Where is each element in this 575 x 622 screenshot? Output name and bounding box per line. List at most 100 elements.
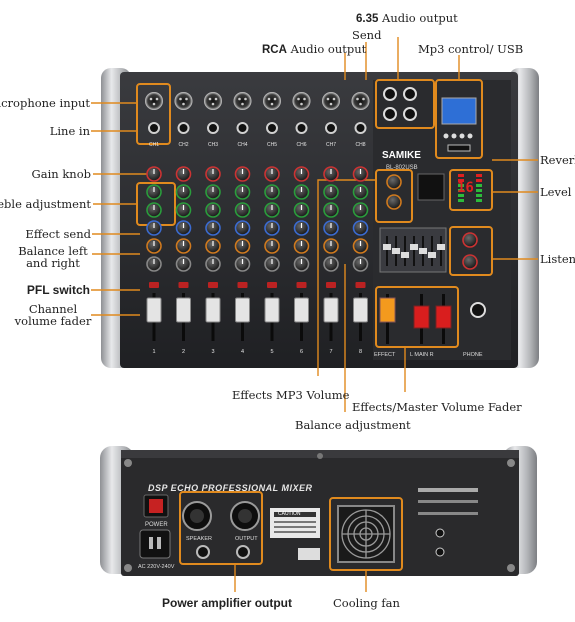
mp3-button bbox=[443, 133, 449, 139]
device-model: BL-802USB bbox=[386, 165, 418, 171]
level-led bbox=[476, 184, 482, 187]
level-led bbox=[458, 179, 464, 182]
rear-output-label: OUTPUT bbox=[235, 536, 258, 542]
xlr-jack bbox=[204, 92, 222, 110]
label-effects-master-fader: Effects/Master Volume Fader bbox=[352, 400, 522, 414]
xlr-jack bbox=[145, 92, 163, 110]
pfl-button bbox=[296, 282, 307, 288]
label-cooling-fan: Cooling fan bbox=[333, 596, 400, 610]
line-jack bbox=[148, 122, 160, 134]
xlr-jack bbox=[263, 92, 281, 110]
xlr-jack bbox=[233, 92, 252, 110]
mp3-button bbox=[459, 133, 465, 139]
effect-fader-cap bbox=[379, 297, 396, 323]
channel-number: 2 bbox=[182, 349, 185, 355]
output-jack bbox=[383, 107, 397, 121]
level-led bbox=[476, 194, 482, 197]
level-led bbox=[476, 189, 482, 192]
channel-number: 6 bbox=[300, 349, 303, 355]
eq-slider bbox=[410, 244, 418, 250]
label-effects-mp3-volume: Effects MP3 Volume bbox=[232, 388, 350, 402]
output-jack bbox=[403, 87, 417, 101]
label-635-audio-output: 6.35 Audio output bbox=[356, 11, 458, 25]
fader-cap bbox=[146, 297, 162, 323]
channel-number: 7 bbox=[329, 349, 332, 355]
xlr-jack bbox=[351, 92, 370, 110]
line-jack bbox=[177, 122, 190, 134]
label-line-in: Line in bbox=[49, 124, 90, 138]
label-level-indicator: Level i bbox=[540, 185, 575, 199]
phone-jack bbox=[470, 302, 486, 318]
level-led bbox=[458, 174, 464, 177]
label-reverb: Reverb bbox=[540, 153, 575, 167]
level-led bbox=[458, 189, 464, 192]
effect-fader-label: EFFECT bbox=[374, 352, 396, 358]
level-led bbox=[476, 179, 482, 182]
eq-slider bbox=[437, 244, 445, 250]
label-effect-send: Effect send bbox=[25, 227, 91, 241]
channel-number: 1 bbox=[152, 349, 155, 355]
xlr-jack bbox=[292, 92, 311, 110]
channel-tag: CH5 bbox=[267, 142, 277, 148]
output-jack bbox=[383, 87, 397, 101]
eq-slider bbox=[401, 252, 409, 258]
fader-cap bbox=[264, 297, 280, 323]
channel-number: 8 bbox=[359, 349, 362, 355]
channel-tag: CH4 bbox=[237, 142, 247, 148]
channel-tag: CH3 bbox=[208, 142, 218, 148]
eq-slider bbox=[383, 244, 391, 250]
rear-caution-label: CAUTION bbox=[278, 511, 301, 517]
rear-panel-title: DSP ECHO PROFESSIONAL MIXER bbox=[148, 483, 313, 493]
label-microphone-input: Microphone input bbox=[0, 96, 90, 110]
line-jack bbox=[207, 122, 219, 134]
label-balance-adjustment: Balance adjustment bbox=[295, 418, 411, 432]
listen-knob bbox=[462, 254, 478, 270]
fader-cap bbox=[323, 297, 339, 323]
fader-cap bbox=[176, 297, 191, 323]
label-treble-adjustment: Treble adjustment bbox=[0, 197, 91, 211]
eq-slider bbox=[419, 248, 427, 254]
fader-cap bbox=[235, 297, 250, 323]
phone-label: PHONE bbox=[463, 352, 483, 358]
channel-tag: CH8 bbox=[355, 142, 365, 148]
mp3-display bbox=[441, 97, 477, 125]
rear-power-label: POWER bbox=[145, 522, 168, 528]
eq-slider bbox=[392, 248, 400, 254]
mixer-rear bbox=[100, 446, 537, 576]
label-rca-audio-output: RCA Audio output bbox=[262, 42, 367, 56]
level-led bbox=[458, 194, 464, 197]
main-fader-label: L MAIN R bbox=[410, 352, 434, 358]
device-brand: SAMIKE bbox=[382, 150, 421, 161]
level-led bbox=[476, 199, 482, 202]
effect-knob bbox=[386, 194, 402, 210]
effect-display bbox=[417, 173, 445, 201]
rear-speaker-label: SPEAKER bbox=[186, 536, 212, 542]
mixer-front bbox=[101, 68, 539, 368]
usb-port bbox=[447, 144, 471, 152]
line-jack bbox=[266, 122, 278, 134]
pfl-button bbox=[355, 282, 366, 288]
fader-cap bbox=[205, 297, 221, 323]
line-jack bbox=[236, 122, 249, 134]
channel-number: 4 bbox=[241, 349, 244, 355]
main-fader-cap bbox=[435, 305, 452, 329]
level-led bbox=[458, 184, 464, 187]
pfl-button bbox=[326, 282, 336, 288]
effect-display-readout: 16 bbox=[457, 180, 474, 196]
label-send: Send bbox=[352, 28, 382, 42]
listen-knob bbox=[462, 232, 478, 248]
eq-slider bbox=[428, 252, 436, 258]
channel-tag: CH1 bbox=[149, 142, 159, 148]
channel-tag: CH2 bbox=[178, 142, 188, 148]
pfl-button bbox=[178, 282, 189, 288]
line-jack bbox=[354, 122, 367, 134]
label-pfl-switch: PFL switch bbox=[26, 283, 90, 297]
channel-tag: CH6 bbox=[296, 142, 306, 148]
pfl-button bbox=[267, 282, 277, 288]
level-led bbox=[458, 199, 464, 202]
mp3-button bbox=[467, 133, 473, 139]
xlr-jack bbox=[174, 92, 193, 110]
